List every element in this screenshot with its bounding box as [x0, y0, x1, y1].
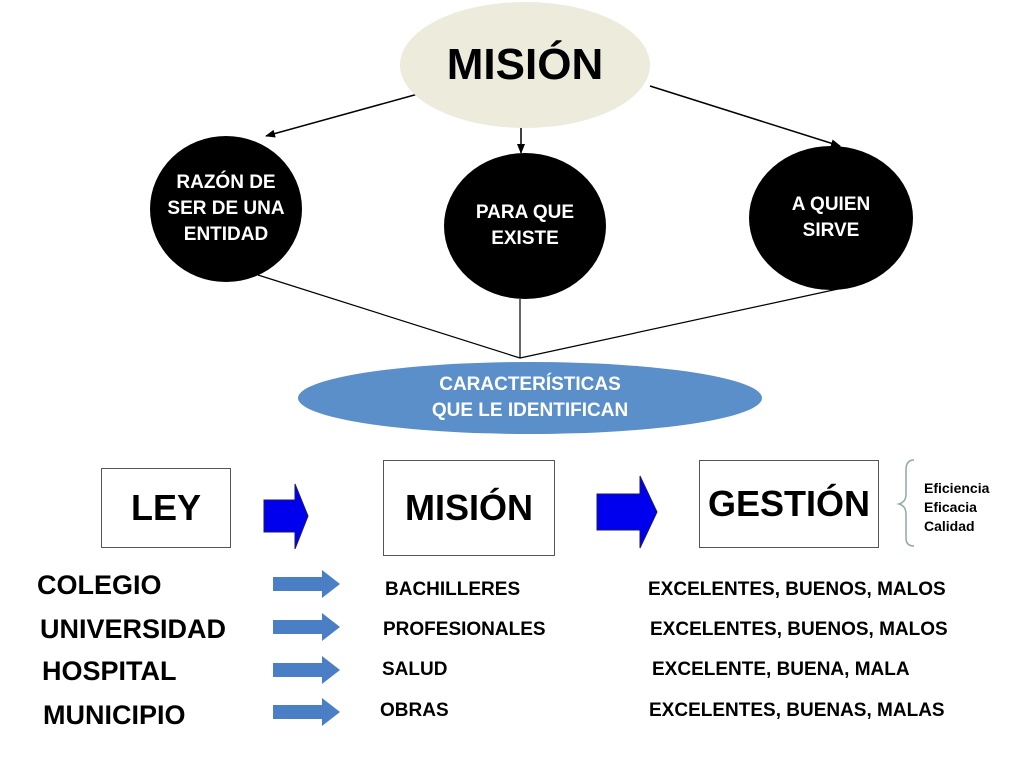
row-arrow-4	[273, 698, 340, 726]
product-obras: OBRAS	[380, 700, 449, 721]
product-profesionales: PROFESIONALES	[383, 619, 546, 640]
gestion-box: GESTIÓN	[699, 460, 879, 548]
quality-calidad: Calidad	[924, 518, 975, 534]
ratings-municipio: EXCELENTES, BUENAS, MALAS	[649, 700, 945, 721]
ratings-universidad: EXCELENTES, BUENOS, MALOS	[650, 619, 948, 640]
characteristics-node: CARACTERÍSTICAS QUE LE IDENTIFICAN	[298, 362, 762, 434]
mision-top-node: MISIÓN	[400, 2, 650, 128]
flow-arrow-ley-mision	[263, 483, 309, 550]
flow-arrow-mision-gestion	[596, 475, 658, 549]
entity-universidad: UNIVERSIDAD	[40, 614, 227, 644]
ley-box: LEY	[101, 468, 231, 548]
qualities-brace	[896, 459, 915, 547]
entity-municipio: MUNICIPIO	[43, 700, 186, 730]
branch-para-que-existe: PARA QUE EXISTE	[444, 153, 606, 299]
arrow-to-razon	[265, 93, 419, 138]
entity-hospital: HOSPITAL	[42, 656, 177, 686]
row-arrow-2	[273, 613, 340, 641]
ratings-colegio: EXCELENTES, BUENOS, MALOS	[648, 579, 946, 600]
line-a-quien-to-characteristics	[519, 288, 839, 359]
entity-colegio: COLEGIO	[37, 570, 162, 600]
quality-eficiencia: Eficiencia	[924, 480, 990, 496]
row-arrow-3	[273, 656, 340, 684]
arrow-to-a-quien	[649, 85, 841, 148]
quality-eficacia: Eficacia	[924, 499, 977, 515]
branch-razon-de-ser: RAZÓN DE SER DE UNA ENTIDAD	[150, 136, 302, 282]
branch-a-quien-sirve: A QUIEN SIRVE	[749, 146, 913, 290]
qualities-list: Eficiencia Eficacia Calidad	[924, 479, 989, 536]
product-salud: SALUD	[382, 659, 448, 680]
ratings-hospital: EXCELENTE, BUENA, MALA	[652, 659, 910, 680]
line-razon-to-characteristics	[257, 274, 521, 359]
product-bachilleres: BACHILLERES	[385, 579, 521, 600]
mision-box: MISIÓN	[383, 460, 555, 556]
row-arrow-1	[273, 570, 340, 598]
